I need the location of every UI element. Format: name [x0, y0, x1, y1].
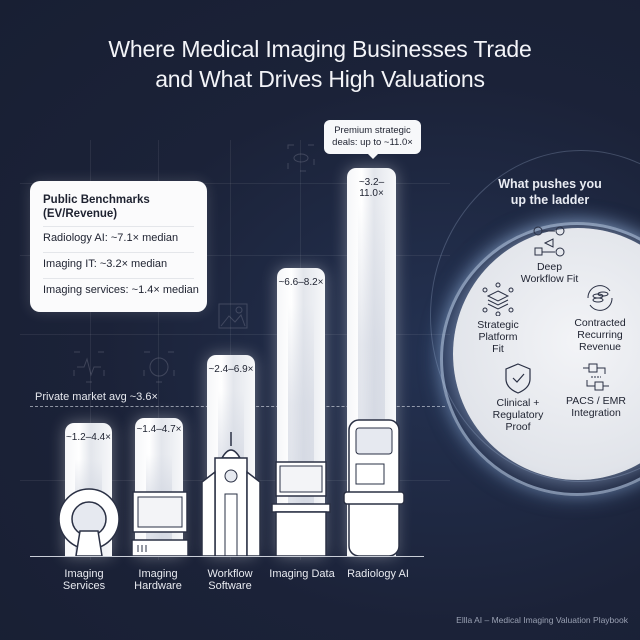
bar-range-label: ~6.6–8.2× [278, 277, 324, 288]
benchmarks-subtitle: (EV/Revenue) [43, 208, 118, 220]
category-label-imaging-data: Imaging Data [269, 568, 335, 580]
driver-contracted-recurring-revenue: Contracted Recurring Revenue [566, 282, 634, 353]
chart-baseline [30, 556, 424, 557]
premium-deals-callout: Premium strategic deals: up to ~11.0× [324, 120, 421, 159]
grid-line [230, 140, 231, 560]
callout-line-2: deals: up to ~11.0× [332, 137, 413, 148]
category-label-radiology-ai: Radiology AI [347, 568, 409, 580]
driver-label: Clinical + [496, 397, 540, 409]
title-line-2: and What Drives High Valuations [155, 66, 485, 92]
driver-deep-workflow-fit: Deep Workflow Fit [512, 226, 587, 285]
category-label-workflow-software: Workflow Software [207, 568, 253, 592]
driver-label: Fit [492, 343, 504, 355]
driver-label: Workflow Fit [520, 273, 579, 285]
divider [43, 278, 194, 279]
callout-line-1: Premium strategic [334, 125, 411, 136]
divider [43, 252, 194, 253]
mri-scanner-icon [58, 488, 120, 556]
image-icon [218, 303, 248, 329]
workstation-hardware-icon [131, 491, 189, 556]
grid-line [158, 140, 159, 560]
eye-scan-icon [287, 144, 315, 172]
scan-circle-icon [143, 351, 175, 383]
benchmark-row: Radiology AI: ~7.1× median [43, 232, 179, 244]
benchmarks-title-text: Public Benchmarks [43, 194, 150, 206]
footer-credit: Ellla AI – Medical Imaging Valuation Pla… [456, 615, 628, 625]
driver-label: Deep [536, 261, 563, 273]
driver-label: Strategic [477, 319, 519, 331]
page-title: Where Medical Imaging Businesses Trade a… [0, 34, 640, 94]
driver-label: Platform [478, 331, 518, 343]
private-market-avg-label: Private market avg ~3.6× [35, 391, 158, 403]
driver-label: PACS / EMR [566, 395, 626, 407]
drivers-title-line-2: up the ladder [510, 193, 590, 207]
divider [43, 226, 194, 227]
driver-label: Recurring [577, 329, 623, 341]
driver-pacs-emr-integration: PACS / EMR Integration [564, 362, 628, 419]
driver-strategic-platform-fit: Strategic Platform Fit [468, 282, 528, 355]
layers-network-icon [482, 282, 514, 316]
computer-terminal-icon [271, 461, 331, 556]
driver-clinical-regulatory-proof: Clinical + Regulatory Proof [488, 362, 548, 433]
grid-line [20, 255, 450, 256]
drivers-title: What pushes you up the ladder [480, 176, 620, 208]
bar-range-label: ~1.4–4.7× [136, 424, 182, 435]
driver-label: Contracted [574, 317, 626, 329]
driver-label: Revenue [578, 341, 622, 353]
heartbeat-scan-icon [73, 351, 105, 383]
public-benchmarks-card: Public Benchmarks (EV/Revenue) Radiology… [30, 181, 207, 312]
bar-range-label: ~2.4–6.9× [208, 364, 254, 375]
grid-line [90, 140, 91, 560]
category-label-imaging-hardware: Imaging Hardware [134, 568, 182, 592]
building-icon [201, 432, 261, 556]
category-label-imaging-services: Imaging Services [62, 568, 106, 592]
drivers-disc [453, 228, 640, 480]
driver-label: Integration [571, 407, 621, 419]
bar-range-label: ~1.2–4.4× [65, 432, 112, 443]
benchmarks-title: Public Benchmarks (EV/Revenue) [43, 193, 150, 221]
grid-line [20, 334, 450, 335]
drivers-title-line-1: What pushes you [498, 177, 602, 191]
bar-range-label: ~3.2–11.0× [358, 177, 385, 199]
title-line-1: Where Medical Imaging Businesses Trade [108, 36, 532, 62]
recurring-coins-icon [587, 285, 613, 311]
benchmark-row: Imaging IT: ~3.2× median [43, 258, 168, 270]
grid-line [20, 183, 450, 184]
plug-integration-icon [583, 363, 609, 391]
driver-label: Regulatory [492, 409, 544, 421]
benchmark-row: Imaging services: ~1.4× median [43, 284, 199, 296]
driver-label: Proof [505, 421, 531, 433]
shield-check-icon [505, 363, 531, 394]
radiology-ai-console-icon [343, 419, 405, 556]
workflow-icon [533, 226, 564, 257]
